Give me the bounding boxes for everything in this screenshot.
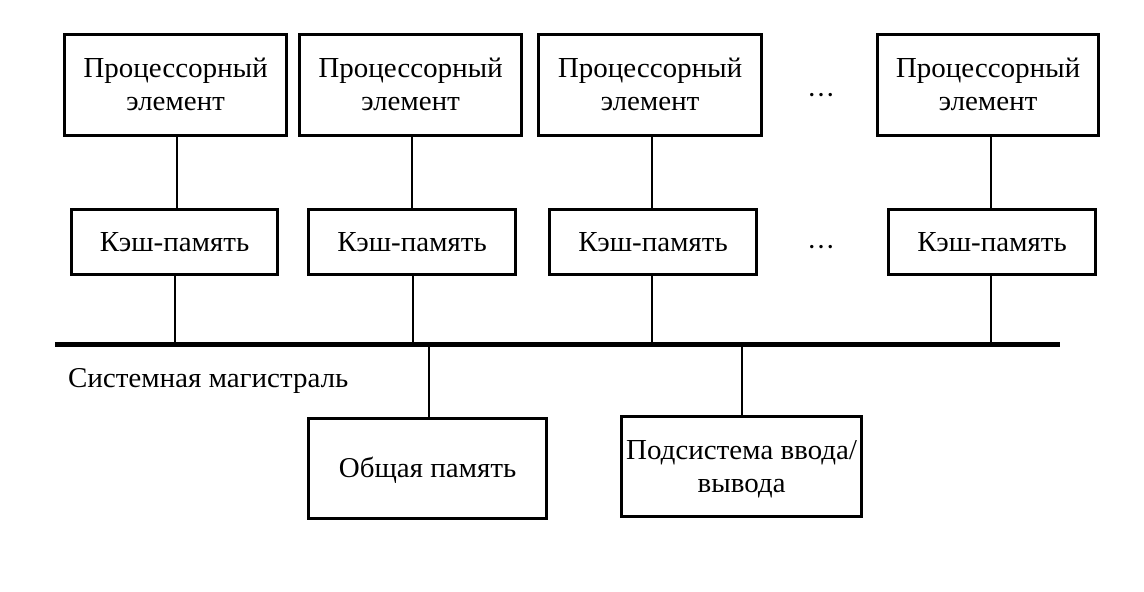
shared-memory-box: Общая память xyxy=(307,417,548,520)
processor-element-box-4: Процессорный элемент xyxy=(876,33,1100,137)
system-bus-label: Системная магистраль xyxy=(68,362,349,394)
processor-element-box-1: Процессорный элемент xyxy=(63,33,288,137)
connector-bus-shared-memory xyxy=(428,346,430,417)
system-bus-line xyxy=(55,342,1060,347)
connector-pe1-cache1 xyxy=(176,137,178,208)
cache-memory-box-3: Кэш-память xyxy=(548,208,758,276)
io-subsystem-box: Подсистема ввода/вывода xyxy=(620,415,863,518)
connector-bus-io-subsystem xyxy=(741,346,743,415)
connector-cache3-bus xyxy=(651,276,653,343)
cache-row-ellipsis: ... xyxy=(808,223,836,255)
connector-pe2-cache2 xyxy=(411,137,413,208)
connector-cache1-bus xyxy=(174,276,176,343)
processor-element-box-2: Процессорный элемент xyxy=(298,33,523,137)
cache-memory-box-2: Кэш-память xyxy=(307,208,517,276)
connector-cache2-bus xyxy=(412,276,414,343)
connector-cache4-bus xyxy=(990,276,992,343)
connector-pe4-cache4 xyxy=(990,137,992,208)
processor-row-ellipsis: ... xyxy=(808,71,836,103)
cache-memory-box-1: Кэш-память xyxy=(70,208,279,276)
processor-element-box-3: Процессорный элемент xyxy=(537,33,763,137)
cache-memory-box-4: Кэш-память xyxy=(887,208,1097,276)
connector-pe3-cache3 xyxy=(651,137,653,208)
